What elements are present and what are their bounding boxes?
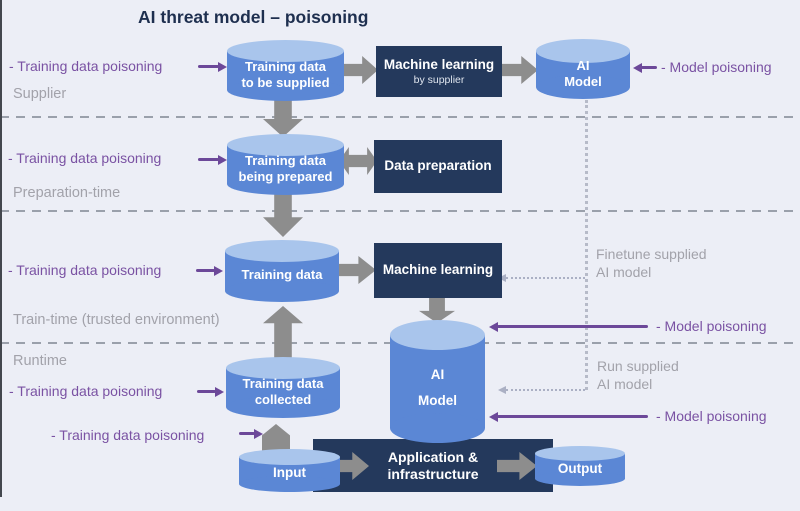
box-subtitle: by supplier bbox=[413, 74, 465, 87]
box-title: Data preparation bbox=[384, 158, 492, 174]
threat-label-training-data-poisoning-runtime: - Training data poisoning bbox=[9, 383, 163, 399]
flow-arrow-collected-to-train-icon bbox=[263, 306, 303, 360]
flow-arrow-ml-to-aimodel-main-icon bbox=[419, 296, 455, 323]
divider-supplier-preparation bbox=[0, 116, 800, 118]
flow-arrow-train-to-ml-icon bbox=[336, 256, 376, 284]
threat-arrow-icon bbox=[198, 65, 219, 68]
threat-label-model-poisoning-traintime: - Model poisoning bbox=[656, 318, 767, 334]
finetune-dotted-arrow-icon bbox=[498, 274, 585, 282]
threat-label-model-poisoning-runtime: - Model poisoning bbox=[656, 408, 767, 424]
flow-arrow-prepared-to-train-icon bbox=[263, 193, 303, 237]
threat-arrow-icon bbox=[197, 390, 216, 393]
cylinder-top-icon bbox=[390, 320, 485, 350]
threat-arrow-icon bbox=[641, 66, 657, 69]
page-title: AI threat model – poisoning bbox=[138, 7, 369, 27]
threat-label-model-poisoning-supplier: - Model poisoning bbox=[661, 59, 772, 75]
cylinder-top-icon bbox=[536, 39, 630, 63]
cylinder-top-icon bbox=[225, 240, 339, 262]
section-label-traintime: Train-time (trusted environment) bbox=[13, 312, 220, 328]
datastore-output: Output bbox=[535, 446, 625, 486]
datastore-training-data: Training data bbox=[225, 240, 339, 302]
box-title-line1: Application & bbox=[387, 448, 479, 465]
section-label-supplier: Supplier bbox=[13, 86, 67, 102]
section-label-runtime: Runtime bbox=[13, 353, 67, 369]
threat-arrow-icon bbox=[239, 432, 255, 435]
threat-arrow-icon bbox=[198, 158, 219, 161]
threat-label-training-data-poisoning-input: - Training data poisoning bbox=[51, 427, 205, 443]
flow-arrow-supplied-to-ml-icon bbox=[342, 56, 378, 84]
threat-arrow-icon bbox=[196, 269, 215, 272]
threat-label-training-data-poisoning-supplier: - Training data poisoning bbox=[9, 58, 163, 74]
cylinder-top-icon bbox=[227, 134, 344, 156]
supplied-model-dotted-line bbox=[585, 100, 588, 390]
window-left-border bbox=[0, 0, 2, 497]
threat-label-training-data-poisoning-preparation: - Training data poisoning bbox=[8, 150, 162, 166]
process-box-data-preparation: Data preparation bbox=[374, 140, 502, 193]
process-box-machine-learning-traintime: Machine learning bbox=[374, 243, 502, 298]
box-title: Machine learning bbox=[382, 262, 494, 278]
cylinder-top-icon bbox=[239, 449, 340, 465]
flow-arrow-ml-to-aimodel-icon bbox=[500, 56, 538, 84]
box-title-line2: infrastructure bbox=[387, 465, 479, 482]
threat-arrow-icon bbox=[497, 415, 648, 418]
divider-preparation-traintime bbox=[0, 210, 800, 212]
cylinder-top-icon bbox=[226, 357, 340, 379]
section-label-preparation: Preparation-time bbox=[13, 185, 121, 201]
process-box-machine-learning-supplier: Machine learning by supplier bbox=[376, 46, 502, 97]
run-dotted-arrow-icon bbox=[498, 386, 585, 394]
datastore-input: Input bbox=[239, 449, 340, 492]
flow-arrow-prepared-dataprep-icon bbox=[339, 147, 377, 175]
box-title: Machine learning bbox=[383, 56, 495, 72]
threat-arrow-icon bbox=[497, 325, 648, 328]
cylinder-top-icon bbox=[535, 446, 625, 461]
threat-label-training-data-poisoning-traintime: - Training data poisoning bbox=[8, 262, 162, 278]
cylinder-top-icon bbox=[227, 40, 344, 62]
